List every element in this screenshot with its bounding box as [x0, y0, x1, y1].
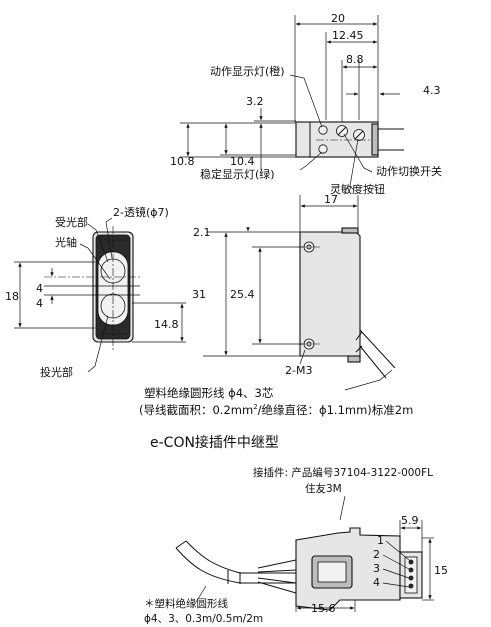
pin-label-3: 3	[373, 562, 380, 575]
dim-4-upper: 4	[36, 282, 43, 295]
pin-3	[408, 575, 414, 581]
operation-lamp	[318, 125, 328, 135]
pin-label-4: 4	[373, 576, 380, 589]
stability-lamp	[318, 144, 328, 154]
receiver-label: 受光部	[55, 215, 88, 229]
front-view: 18 4 4 14.8 受光部 光轴 2-透镜(ϕ7) 投光部	[5, 205, 186, 379]
cable-spec-line2: (导线截面积：0.2mm2/绝缘直径：ϕ1.1mm)标准2m	[139, 403, 413, 417]
operation-lamp-label: 动作显示灯(橙)	[210, 64, 285, 78]
pin-4	[408, 583, 414, 589]
econ-note-line2: ϕ4、3、0.3m/0.5m/2m	[144, 613, 263, 625]
dim-17: 17	[324, 193, 338, 206]
econ-wires	[257, 559, 297, 594]
dim-12-45: 12.45	[332, 29, 364, 42]
econ-cable-lower	[175, 547, 296, 584]
pin-label-2: 2	[373, 548, 380, 561]
dim-4-lower: 4	[36, 297, 43, 310]
dim-15: 15	[434, 564, 448, 577]
dim-10-8: 10.8	[170, 155, 195, 168]
pin-2	[408, 567, 414, 573]
dim-3-2: 3.2	[246, 95, 264, 108]
sensitivity-knob-label: 灵敏度按钮	[330, 182, 385, 196]
side-view: 17 2.1 31 25.4 2-M3	[192, 193, 396, 379]
dim-31: 31	[192, 288, 206, 301]
econ-title: e-CON接插件中继型	[150, 434, 279, 451]
dim-18: 18	[5, 290, 19, 303]
cable-top	[378, 128, 404, 151]
emitter-label: 投光部	[40, 365, 73, 379]
econ-note-line1: ＊塑料绝缘圆形线	[144, 597, 228, 610]
dim-2-1: 2.1	[193, 226, 211, 239]
econ-section: e-CON接插件中继型 接插件: 产品编号37104-3122-000FL 住友…	[144, 434, 448, 625]
mode-switch-label: 动作切换开关	[376, 164, 442, 178]
pin-label-1: 1	[377, 534, 384, 547]
lens-label: 2-透镜(ϕ7)	[113, 205, 169, 219]
cable-spec-line1: 塑料绝缘圆形线 ϕ4、3芯	[144, 386, 273, 400]
dim-5-9: 5.9	[401, 514, 419, 527]
screw-label: 2-M3	[285, 364, 312, 377]
top-view: 20 12.45 8.8 4.3 3.2 10.8	[170, 12, 442, 196]
dim-4-3: 4.3	[423, 84, 441, 97]
dim-10-4: 10.4	[230, 155, 255, 168]
cable-spec: 塑料绝缘圆形线 ϕ4、3芯 (导线截面积：0.2mm2/绝缘直径：ϕ1.1mm)…	[139, 369, 413, 417]
dim-8-8: 8.8	[346, 53, 364, 66]
dim-14-8: 14.8	[154, 318, 179, 331]
pin-1	[408, 559, 414, 565]
optical-axis-label: 光轴	[55, 235, 77, 249]
sensor-top-housing	[295, 121, 379, 158]
econ-connector-label: 接插件: 产品编号37104-3122-000FL	[253, 466, 433, 479]
econ-cable-upper	[185, 540, 296, 574]
dim-20: 20	[331, 12, 345, 25]
stability-lamp-label: 稳定显示灯(绿)	[200, 167, 275, 181]
econ-maker: 住友3M	[305, 482, 342, 495]
cable-side	[359, 329, 396, 379]
dim-25-4: 25.4	[230, 288, 255, 301]
dim-15-6: 15.6	[311, 602, 336, 615]
